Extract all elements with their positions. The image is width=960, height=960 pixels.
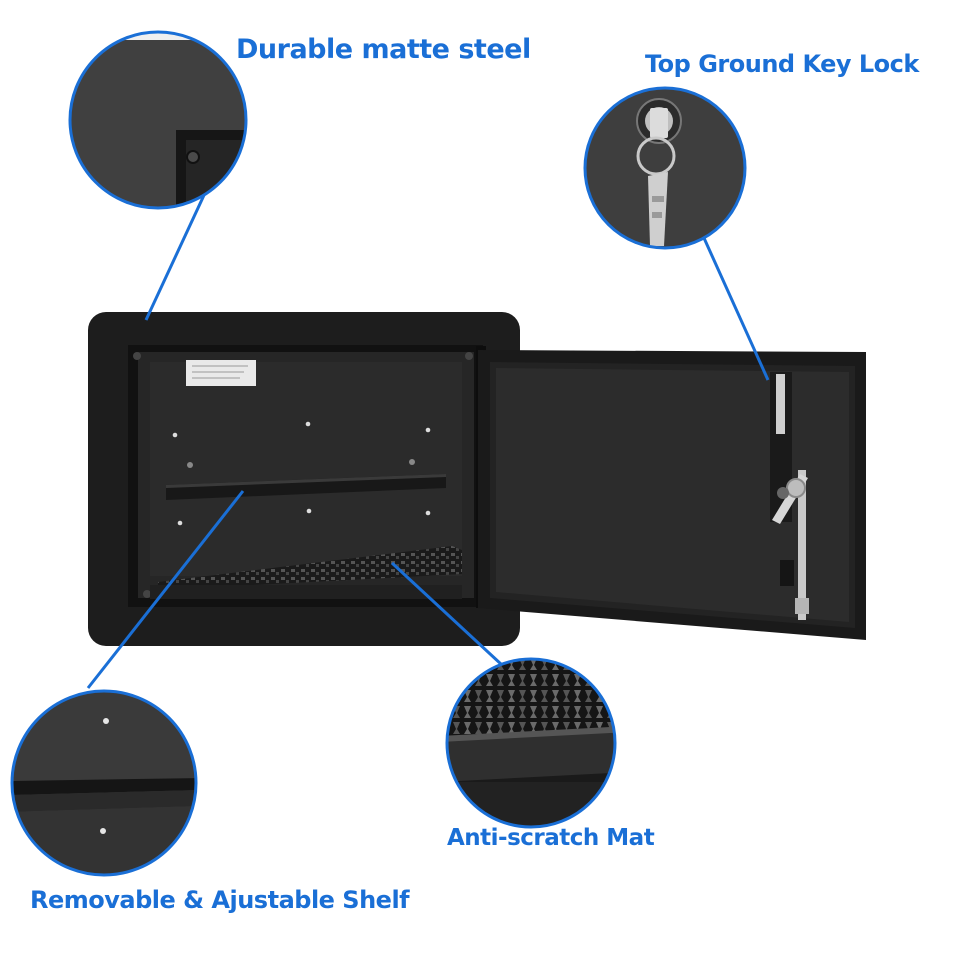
safe-body [88,312,520,646]
anti-scratch-mat [158,546,462,590]
callout-connectors [86,192,770,689]
key-icon [650,108,668,138]
lock-bolt-mechanism [770,372,809,620]
info-sticker [186,360,256,386]
label-durable-matte-steel: Durable matte steel [236,34,531,65]
safe-door [478,350,866,640]
callout-key-lock [583,86,747,250]
callout-shelf [10,689,198,877]
label-top-ground-key-lock: Top Ground Key Lock [645,50,919,78]
label-anti-scratch-mat: Anti-scratch Mat [447,825,655,851]
shelf [166,474,446,500]
label-removable-shelf: Removable & Ajustable Shelf [30,886,410,914]
callout-anti-scratch-mat [445,657,617,829]
